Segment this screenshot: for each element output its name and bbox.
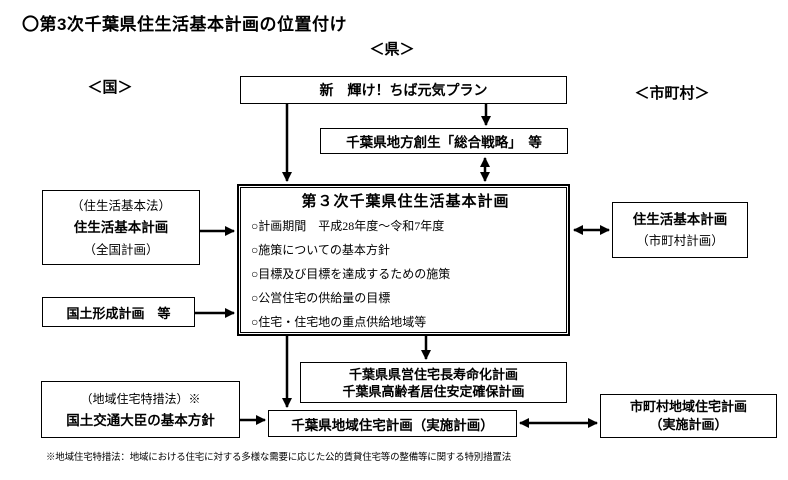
main-plan-bullet-goals: ○目標及び目標を達成するための施策 [251, 267, 451, 281]
footnote: ※地域住宅特措法：地域における住宅に対する多様な需要に応じた公的賃貸住宅等の整備… [46, 453, 512, 463]
municipal-plan-scope: （市町村計画） [636, 234, 724, 248]
municipal-plan-title: 住生活基本計画 [632, 212, 728, 227]
chouju-line2: 千葉県高齢者居住安定確保計画 [342, 383, 525, 399]
municipal-chiiki-scope: （実施計画） [649, 417, 728, 432]
region-label-prefecture: ＜県＞ [369, 41, 415, 58]
minister-policy-title: 国土交通大臣の基本方針 [66, 412, 215, 428]
box-genki-plan: 新 輝け！ちば元気プラン [240, 76, 567, 104]
main-plan-bullet-period: ○計画期間 平成28年度～令和7年度 [251, 219, 445, 233]
sogo-senryaku-title: 千葉県地方創生「総合戦略」 等 [346, 135, 542, 150]
chouju-line1: 千葉県県営住宅長寿命化計画 [348, 366, 518, 382]
minister-policy-law: （地域住宅特措法）※ [80, 391, 201, 406]
box-national-plan: （住生活基本法） 住生活基本計画 （全国計画） [42, 190, 200, 265]
region-label-municipal: ＜市町村＞ [634, 85, 710, 102]
box-municipal-plan: 住生活基本計画 （市町村計画） [612, 202, 748, 258]
kokudo-keisei-title: 国土形成計画 等 [66, 305, 171, 321]
chiiki-jutaku-title: 千葉県地域住宅計画（実施計画） [291, 417, 494, 433]
box-chouju-plans: 千葉県県営住宅長寿命化計画 千葉県高齢者居住安定確保計画 [300, 362, 567, 403]
main-plan-bullet-policy: ○施策についての基本方針 [251, 243, 390, 257]
page-title: 〇第3次千葉県住生活基本計画の位置付け [22, 15, 347, 34]
box-sogo-senryaku: 千葉県地方創生「総合戦略」 等 [320, 128, 568, 154]
box-municipal-chiiki: 市町村地域住宅計画 （実施計画） [600, 394, 777, 438]
box-main-plan-inner: 第３次千葉県住生活基本計画 ○計画期間 平成28年度～令和7年度 ○施策について… [240, 187, 567, 333]
box-kokudo-keisei: 国土形成計画 等 [42, 297, 195, 327]
national-plan-law: （住生活基本法） [70, 198, 171, 213]
region-label-national: ＜国＞ [87, 79, 133, 96]
box-minister-policy: （地域住宅特措法）※ 国土交通大臣の基本方針 [41, 381, 240, 438]
national-plan-scope: （全国計画） [83, 242, 159, 257]
main-plan-bullet-supply: ○公営住宅の供給量の目標 [251, 291, 391, 305]
main-plan-title: 第３次千葉県住生活基本計画 [301, 193, 510, 210]
genki-plan-title: 新 輝け！ちば元気プラン [319, 82, 488, 98]
national-plan-title: 住生活基本計画 [73, 219, 169, 235]
main-plan-bullet-areas: ○住宅・住宅地の重点供給地域等 [251, 315, 427, 329]
box-main-plan: 第３次千葉県住生活基本計画 ○計画期間 平成28年度～令和7年度 ○施策について… [237, 184, 570, 336]
box-chiiki-jutaku: 千葉県地域住宅計画（実施計画） [268, 410, 517, 437]
municipal-chiiki-title: 市町村地域住宅計画 [629, 399, 747, 414]
